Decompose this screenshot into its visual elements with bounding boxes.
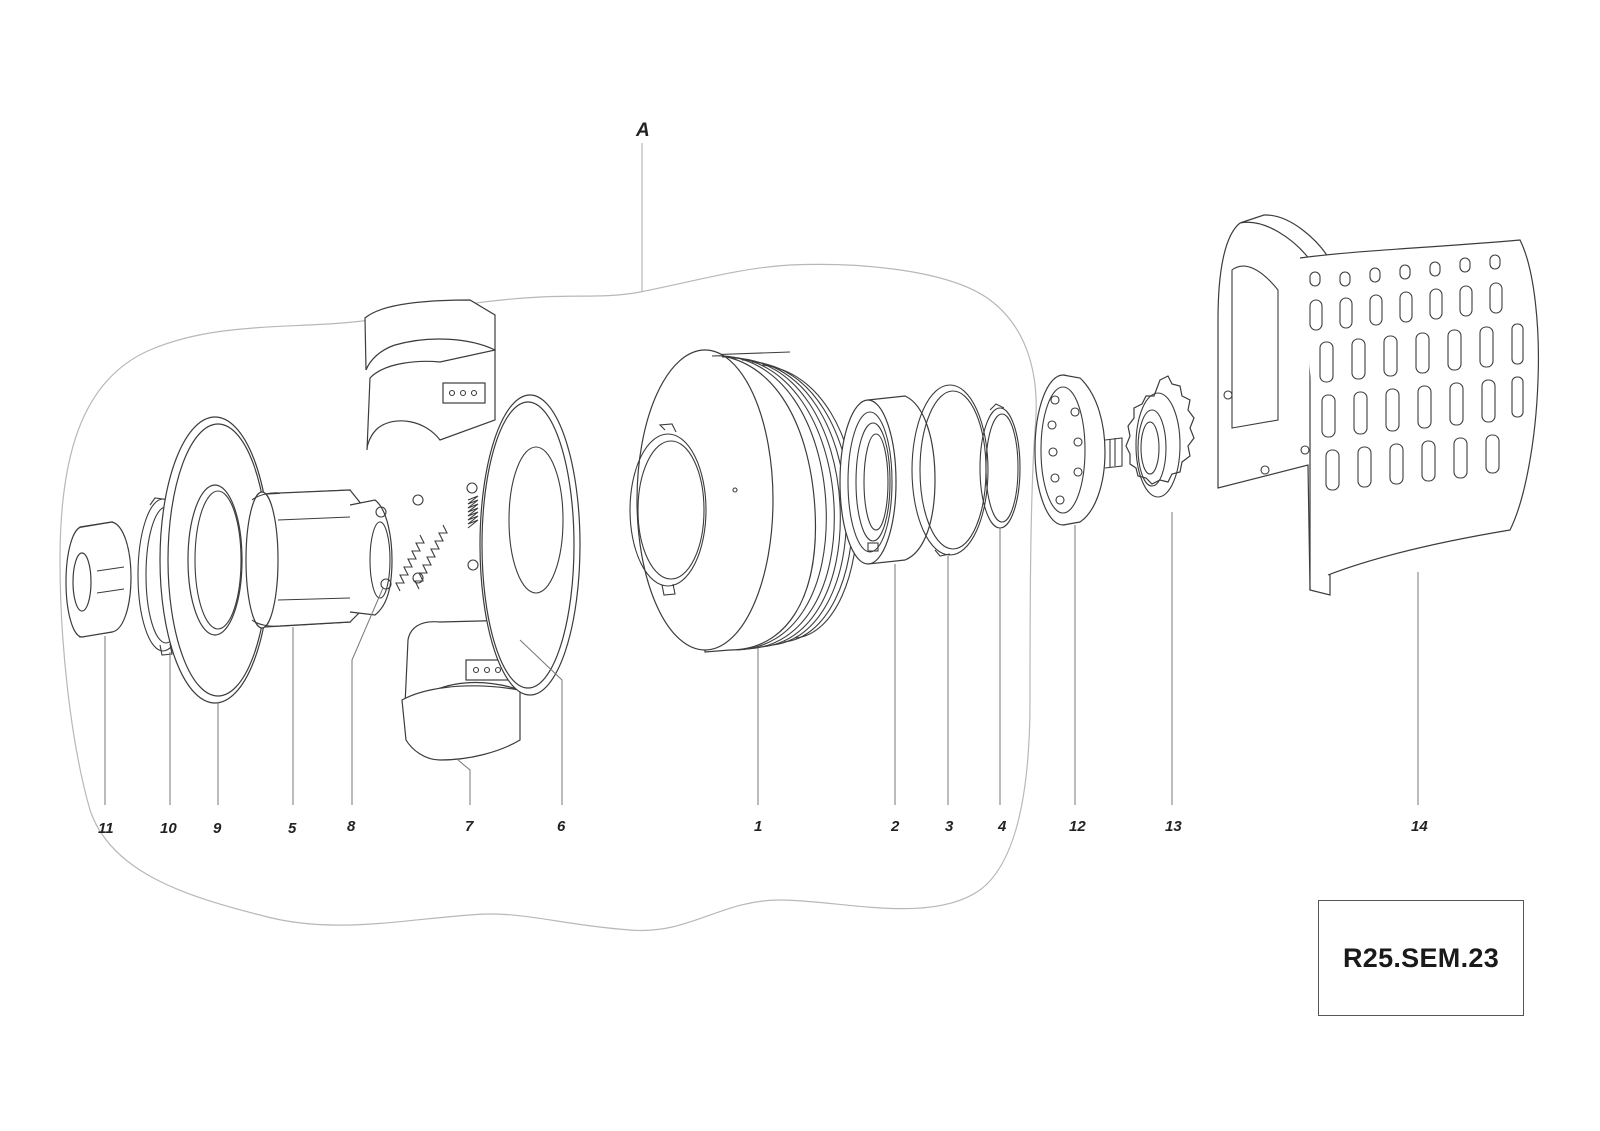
part-4-snap-ring [979,403,1021,529]
callout-7: 7 [465,818,474,835]
part-9-disc [159,416,271,704]
callout-2: 2 [890,818,900,835]
drawing-code: R25.SEM.23 [1342,942,1500,973]
callout-6: 6 [557,818,566,835]
part-7-shoe-top [364,299,496,451]
callout-4: 4 [997,818,1007,835]
callout-12: 12 [1069,818,1086,835]
callout-5: 5 [288,820,297,837]
drawing-code-box: R25.SEM.23 [1318,900,1524,1016]
part-2-bearing [839,395,936,565]
callout-14: 14 [1411,818,1428,835]
assembly-label: A [635,120,650,141]
screen-slots [1309,254,1524,491]
part-12-flange [1034,374,1123,526]
callout-11: 11 [98,820,114,837]
callout-9: 9 [213,820,222,837]
callout-3: 3 [945,818,954,835]
callout-labels: 11 10 9 5 8 7 6 1 2 3 4 12 13 14 [98,818,1428,837]
part-1-drum [629,349,858,653]
callout-13: 13 [1165,818,1182,835]
part-11-bushing [65,521,132,638]
callout-10: 10 [160,820,177,837]
leader-lines [104,512,1419,805]
callout-1: 1 [754,818,762,835]
assembly-outline [59,263,1037,932]
part-6-disc [479,394,581,696]
part-14-screen [1217,214,1540,596]
part-8-springs [375,494,448,592]
callout-8: 8 [347,818,356,835]
part-5-hub [245,489,393,629]
part-13-sprocket [1125,375,1195,498]
